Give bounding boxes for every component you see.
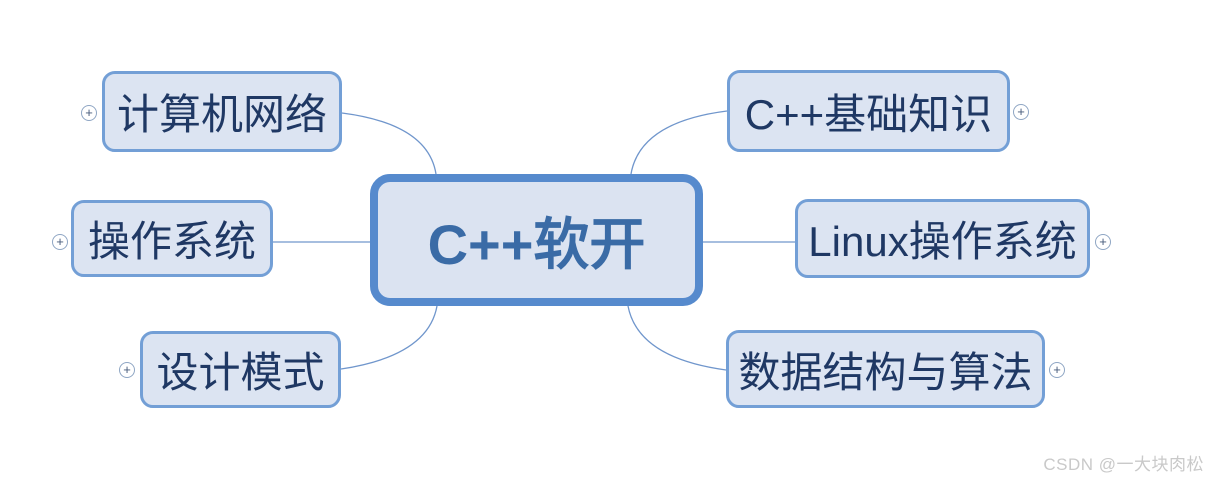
topic-label: 计算机网络	[116, 91, 327, 138]
connector-design-patterns	[340, 305, 438, 370]
topic-node-operating-system[interactable]: 操作系统	[71, 200, 273, 277]
topic-label: 操作系统	[87, 218, 256, 265]
connector-cpp-basics	[630, 110, 728, 175]
topic-node-linux[interactable]: Linux操作系统	[795, 199, 1090, 278]
connector-data-structures	[627, 305, 727, 371]
expand-icon[interactable]: +	[81, 105, 97, 121]
watermark: CSDN @一大块肉松	[1043, 455, 1204, 474]
central-topic-node[interactable]: C++软开	[370, 174, 703, 306]
central-topic-label: C++软开	[427, 212, 646, 276]
topic-node-design-patterns[interactable]: 设计模式	[140, 331, 341, 408]
expand-icon[interactable]: +	[119, 362, 135, 378]
topic-label: 设计模式	[156, 349, 325, 396]
expand-icon[interactable]: +	[1013, 104, 1029, 120]
expand-icon[interactable]: +	[1049, 362, 1065, 378]
connector-computer-network	[341, 112, 437, 175]
topic-label: C++基础知识	[744, 90, 993, 138]
topic-label: 数据结构与算法	[738, 348, 1033, 396]
topic-node-computer-network[interactable]: 计算机网络	[102, 71, 342, 152]
topic-node-data-structures[interactable]: 数据结构与算法	[726, 330, 1045, 408]
topic-label: Linux操作系统	[808, 218, 1077, 265]
topic-node-cpp-basics[interactable]: C++基础知识	[727, 70, 1010, 152]
expand-icon[interactable]: +	[1095, 234, 1111, 250]
expand-icon[interactable]: +	[52, 234, 68, 250]
